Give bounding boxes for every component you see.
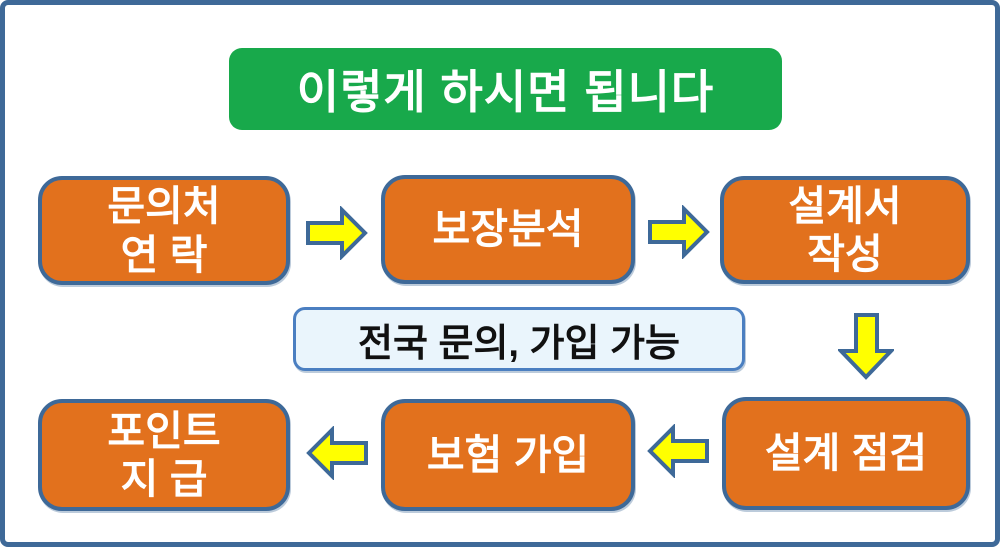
note-text: 전국 문의, 가입 가능 (358, 322, 680, 365)
step-label-line: 작성 (807, 231, 883, 277)
step-label-line: 설계 점검 (764, 430, 928, 477)
right-arrow-icon (306, 206, 368, 260)
right-arrow-icon (648, 205, 710, 259)
step-label-line: 설계서 (788, 182, 902, 229)
title-banner: 이렇게 하시면 됩니다 (229, 48, 782, 130)
step-label-line: 포인트 (107, 407, 221, 454)
step-box-design-check: 설계 점검 (722, 397, 970, 510)
step-label-line: 보험 가입 (426, 431, 590, 478)
step-label-line: 연 락 (120, 231, 208, 278)
step-box-insurance-signup: 보험 가입 (381, 399, 635, 511)
step-box-proposal-writing: 설계서 작성 (720, 176, 970, 284)
note-box: 전국 문의, 가입 가능 (293, 307, 745, 371)
step-box-point-payment: 포인트 지 급 (38, 399, 290, 511)
left-arrow-icon (647, 424, 709, 478)
step-label-line: 지 급 (120, 456, 208, 502)
left-arrow-icon (306, 426, 368, 480)
step-box-inquiry-contact: 문의처 연 락 (38, 176, 290, 285)
step-box-coverage-analysis: 보장분석 (381, 175, 635, 284)
down-arrow-icon (838, 313, 894, 380)
title-text: 이렇게 하시면 됩니다 (296, 66, 715, 118)
step-label-line: 보장분석 (432, 206, 584, 253)
step-label-line: 문의처 (107, 183, 221, 230)
